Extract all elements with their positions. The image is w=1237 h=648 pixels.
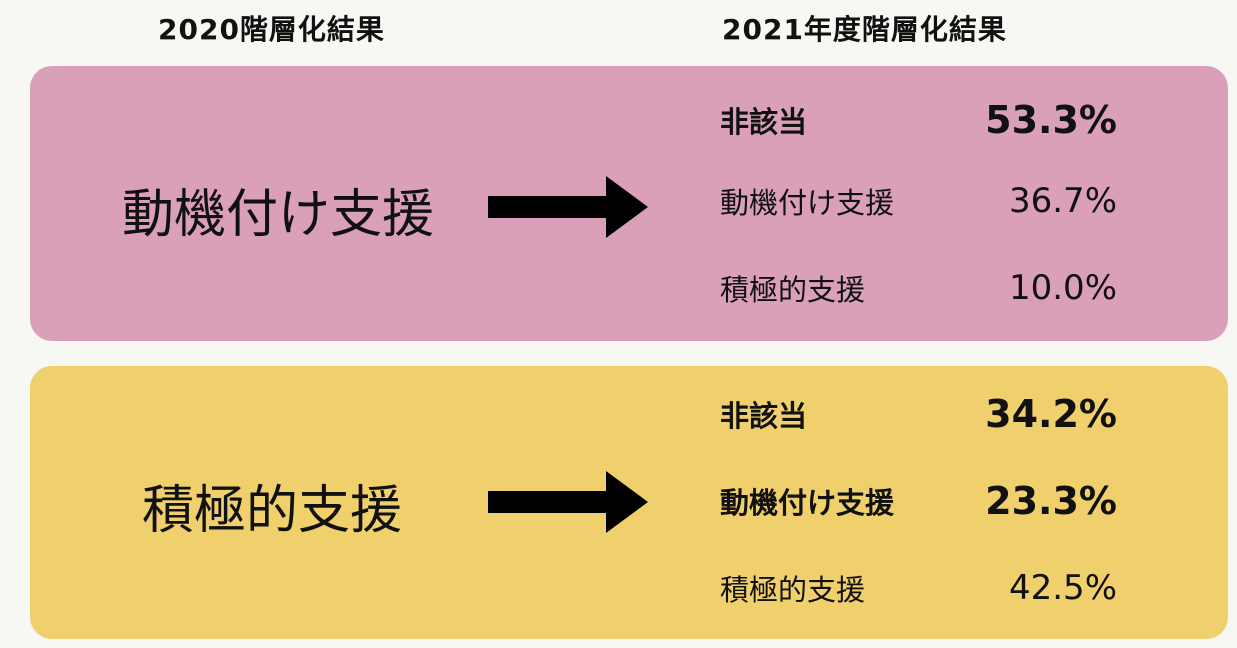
result-label: 非該当 xyxy=(720,105,808,139)
result-value: 23.3% xyxy=(985,479,1117,523)
result-row: 積極的支援 42.5% xyxy=(720,564,1117,612)
right-arrow-icon xyxy=(488,471,648,533)
right-arrow-icon xyxy=(488,176,648,238)
result-row: 非該当 53.3% xyxy=(720,96,1117,144)
result-label: 積極的支援 xyxy=(720,573,866,607)
result-value: 10.0% xyxy=(1008,268,1117,308)
result-value: 36.7% xyxy=(1008,181,1117,221)
source-label-active: 積極的支援 xyxy=(142,481,403,541)
group-motivational-support: 動機付け支援 非該当 53.3% 動機付け支援 36.7% 積極的支援 10.0… xyxy=(30,66,1228,341)
result-label: 積極的支援 xyxy=(720,273,866,307)
header-2020: 2020階層化結果 xyxy=(158,13,385,46)
result-value: 42.5% xyxy=(1008,568,1117,608)
result-row: 積極的支援 10.0% xyxy=(720,264,1117,312)
result-row: 動機付け支援 23.3% xyxy=(720,477,1117,525)
result-label: 動機付け支援 xyxy=(720,186,895,220)
result-row: 動機付け支援 36.7% xyxy=(720,177,1117,225)
result-row: 非該当 34.2% xyxy=(720,390,1117,438)
result-label: 動機付け支援 xyxy=(720,486,895,520)
header-2021: 2021年度階層化結果 xyxy=(722,13,1007,46)
source-label-motivational: 動機付け支援 xyxy=(122,185,435,245)
result-label: 非該当 xyxy=(720,399,808,433)
result-value: 53.3% xyxy=(985,98,1117,142)
result-value: 34.2% xyxy=(985,392,1117,436)
group-active-support: 積極的支援 非該当 34.2% 動機付け支援 23.3% 積極的支援 42.5% xyxy=(30,366,1228,639)
